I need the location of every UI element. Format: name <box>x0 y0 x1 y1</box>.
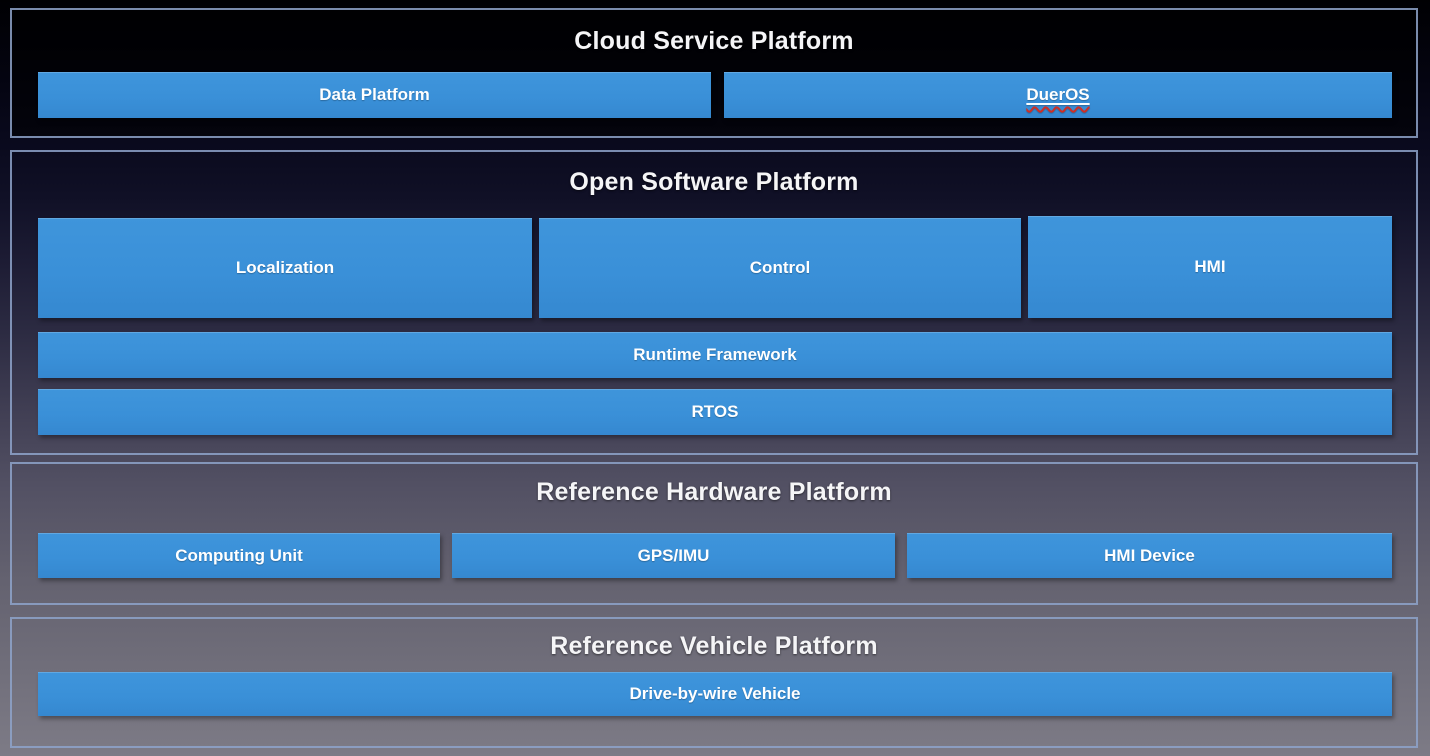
section-cloud-service-platform: Cloud Service Platform Data Platform Due… <box>10 8 1418 138</box>
box-gps-imu: GPS/IMU <box>452 533 895 578</box>
box-computing-unit: Computing Unit <box>38 533 440 578</box>
hardware-section-title: Reference Hardware Platform <box>536 478 892 506</box>
box-dueros: DuerOS <box>724 72 1392 118</box>
gps-imu-label: GPS/IMU <box>637 545 710 565</box>
vehicle-section-title: Reference Vehicle Platform <box>550 632 878 660</box>
dueros-label: DuerOS <box>1026 85 1090 104</box>
box-data-platform: Data Platform <box>38 72 711 118</box>
runtime-framework-label: Runtime Framework <box>633 345 797 364</box>
box-runtime-framework: Runtime Framework <box>38 332 1392 378</box>
software-section-title: Open Software Platform <box>569 168 859 196</box>
box-localization: Localization <box>38 218 532 318</box>
control-label: Control <box>749 258 811 277</box>
section-open-software-platform: Open Software Platform Localization Cont… <box>10 150 1418 455</box>
box-control: Control <box>539 218 1021 318</box>
hmi-device-label: HMI Device <box>1104 545 1195 565</box>
localization-label: Localization <box>235 258 335 277</box>
hmi-label: HMI <box>1194 257 1226 276</box>
box-drive-by-wire-vehicle: Drive-by-wire Vehicle <box>38 672 1392 716</box>
section-reference-hardware-platform: Reference Hardware Platform Computing Un… <box>10 462 1418 605</box>
drive-by-wire-label: Drive-by-wire Vehicle <box>629 684 801 703</box>
cloud-section-title: Cloud Service Platform <box>574 27 854 55</box>
data-platform-label: Data Platform <box>319 85 430 104</box>
box-rtos: RTOS <box>38 389 1392 435</box>
section-reference-vehicle-platform: Reference Vehicle Platform Drive-by-wire… <box>10 617 1418 748</box>
computing-unit-label: Computing Unit <box>175 545 303 565</box>
box-hmi-device: HMI Device <box>907 533 1392 578</box>
rtos-label: RTOS <box>691 402 739 421</box>
spellcheck-underline: DuerOS <box>1026 85 1089 105</box>
box-hmi: HMI <box>1028 216 1392 318</box>
